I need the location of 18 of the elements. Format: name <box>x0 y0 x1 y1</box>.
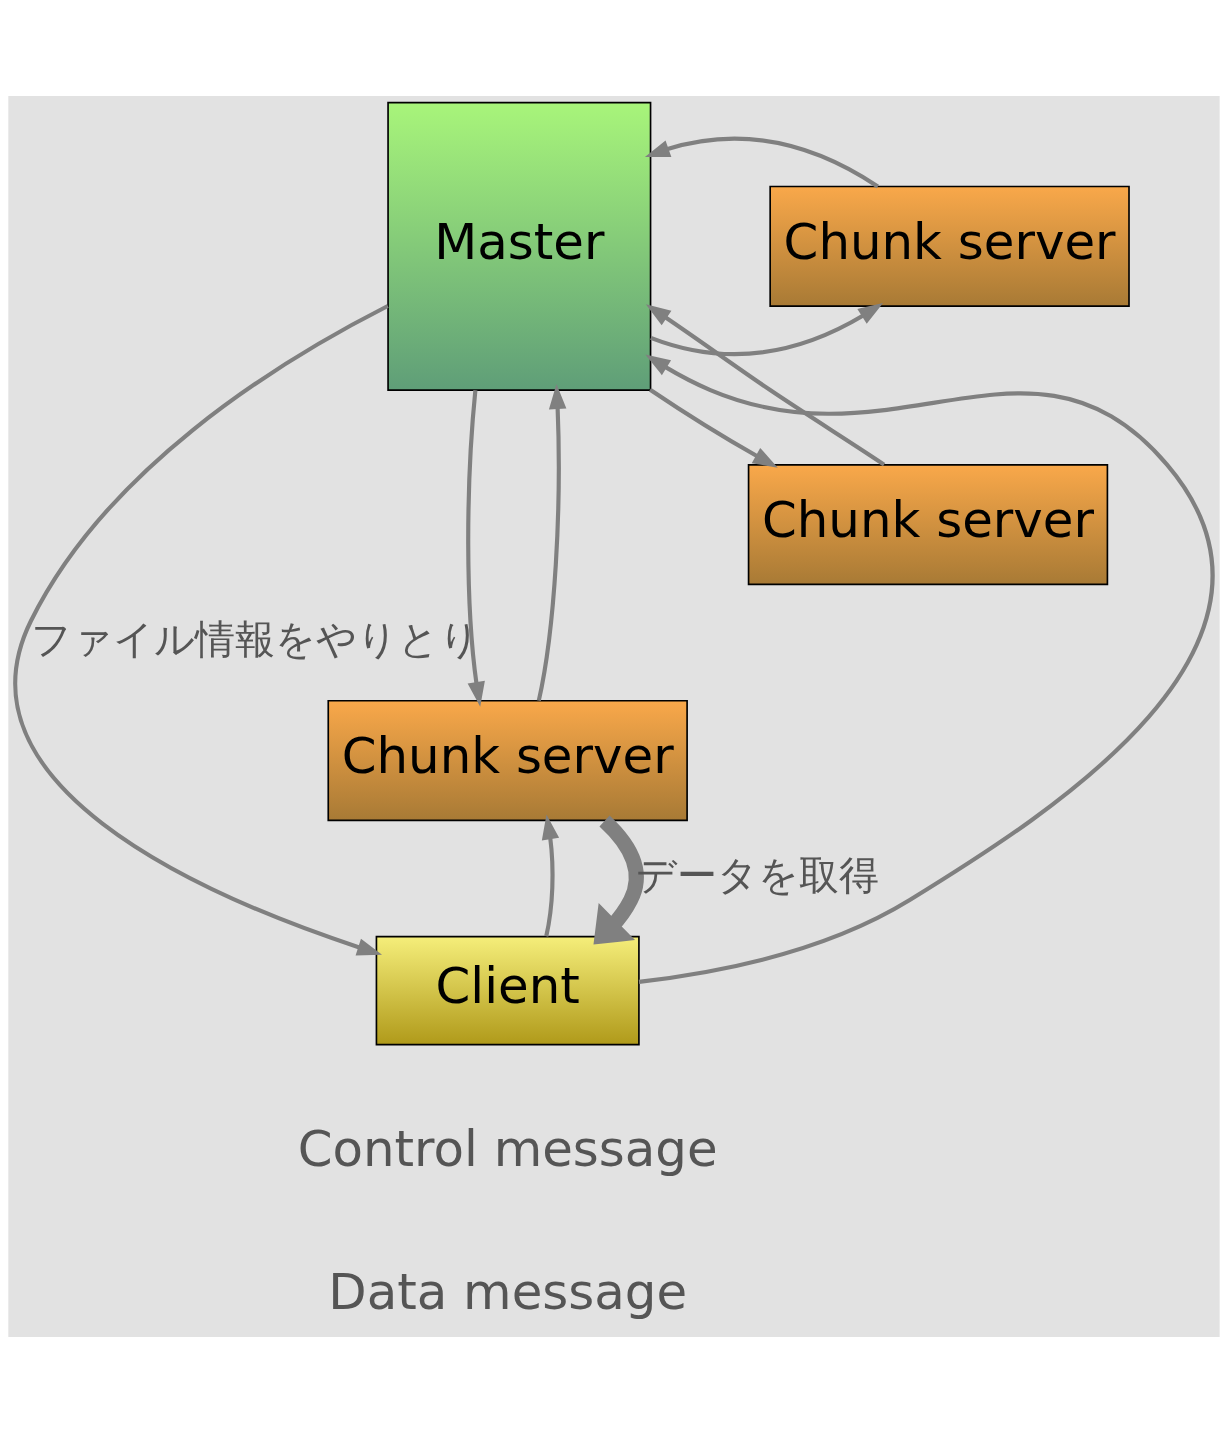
node-box: Chunk server <box>327 699 688 822</box>
node-box: Client <box>375 935 640 1046</box>
arrow <box>13 304 389 956</box>
arrow <box>638 354 1214 984</box>
arrow <box>645 304 886 467</box>
arrow <box>536 384 567 702</box>
legend-label: Control message <box>297 1119 718 1178</box>
arrow <box>644 136 879 189</box>
arrow <box>650 302 884 357</box>
node-box: Master <box>387 101 652 391</box>
arrow <box>541 814 560 937</box>
arrow <box>466 390 485 707</box>
edge-label: ファイル情報をやりとり <box>31 615 481 662</box>
arrow <box>648 387 778 468</box>
arrow <box>593 815 644 945</box>
legend-label: Data message <box>328 1262 688 1321</box>
node-box: Chunk server <box>769 185 1130 307</box>
node-box: Chunk server <box>747 464 1109 586</box>
